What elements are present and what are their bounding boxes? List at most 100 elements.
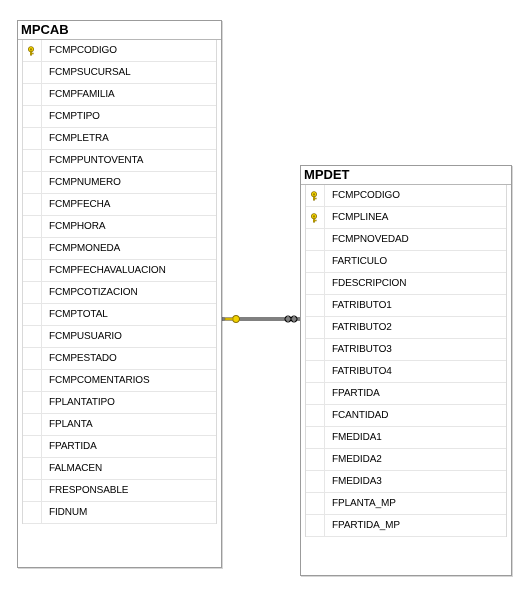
column-row[interactable]: FCMPPUNTOVENTA	[23, 150, 216, 172]
primary-key-icon	[306, 207, 325, 228]
key-column-cell	[306, 493, 325, 514]
column-row[interactable]: FALMACEN	[23, 458, 216, 480]
column-name: FPLANTA	[49, 419, 93, 430]
column-name: FIDNUM	[49, 507, 88, 518]
column-name: FCMPNOVEDAD	[332, 234, 409, 245]
table-mpdet[interactable]: MPDET FCMPCODIGO FCMPLINEA FCMPNOVEDAD FART…	[300, 165, 512, 576]
key-column-cell	[306, 317, 325, 338]
key-column-cell	[306, 295, 325, 316]
column-row[interactable]: FCMPCOMENTARIOS	[23, 370, 216, 392]
column-name: FDESCRIPCION	[332, 278, 407, 289]
column-name: FATRIBUTO4	[332, 366, 392, 377]
key-column-cell	[23, 84, 42, 105]
key-column-cell	[23, 260, 42, 281]
column-row[interactable]: FCMPFAMILIA	[23, 84, 216, 106]
column-name: FCMPFAMILIA	[49, 89, 115, 100]
key-column-cell	[306, 229, 325, 250]
column-name: FMEDIDA3	[332, 476, 382, 487]
column-row[interactable]: FPLANTA	[23, 414, 216, 436]
column-name: FCMPESTADO	[49, 353, 117, 364]
key-column-cell	[23, 194, 42, 215]
column-row[interactable]: FCMPLINEA	[306, 207, 506, 229]
column-name: FPARTIDA	[332, 388, 380, 399]
column-row[interactable]: FCMPSUCURSAL	[23, 62, 216, 84]
column-row[interactable]: FCMPMONEDA	[23, 238, 216, 260]
key-column-cell	[306, 273, 325, 294]
column-row[interactable]: FIDNUM	[23, 502, 216, 524]
key-column-cell	[306, 405, 325, 426]
table-title[interactable]: MPDET	[301, 166, 511, 185]
key-column-cell	[23, 62, 42, 83]
column-name: FCMPLINEA	[332, 212, 389, 223]
column-row[interactable]: FMEDIDA3	[306, 471, 506, 493]
column-row[interactable]: FATRIBUTO2	[306, 317, 506, 339]
column-name: FCMPMONEDA	[49, 243, 121, 254]
column-name: FARTICULO	[332, 256, 388, 267]
column-name: FRESPONSABLE	[49, 485, 129, 496]
key-column-cell	[306, 339, 325, 360]
column-list: FCMPCODIGO FCMPLINEA FCMPNOVEDAD FARTICULO F…	[305, 185, 507, 537]
column-row[interactable]: FMEDIDA2	[306, 449, 506, 471]
key-column-cell	[23, 282, 42, 303]
column-name: FCMPLETRA	[49, 133, 109, 144]
column-name: FCMPCOTIZACION	[49, 287, 138, 298]
key-column-cell	[306, 251, 325, 272]
key-column-cell	[306, 427, 325, 448]
column-name: FCMPFECHAVALUACION	[49, 265, 166, 276]
primary-key-icon	[23, 40, 42, 61]
key-column-cell	[23, 216, 42, 237]
key-column-cell	[306, 515, 325, 536]
column-row[interactable]: FCMPUSUARIO	[23, 326, 216, 348]
column-row[interactable]: FCMPFECHA	[23, 194, 216, 216]
column-name: FATRIBUTO3	[332, 344, 392, 355]
column-row[interactable]: FCMPFECHAVALUACION	[23, 260, 216, 282]
column-name: FCMPCODIGO	[49, 45, 117, 56]
column-name: FCMPTOTAL	[49, 309, 108, 320]
table-title[interactable]: MPCAB	[18, 21, 221, 40]
key-column-cell	[306, 471, 325, 492]
column-row[interactable]: FCMPHORA	[23, 216, 216, 238]
column-row[interactable]: FCANTIDAD	[306, 405, 506, 427]
column-row[interactable]: FCMPNOVEDAD	[306, 229, 506, 251]
column-row[interactable]: FCMPCODIGO	[23, 40, 216, 62]
column-row[interactable]: FCMPCODIGO	[306, 185, 506, 207]
column-row[interactable]: FCMPCOTIZACION	[23, 282, 216, 304]
key-column-cell	[23, 238, 42, 259]
column-name: FCMPHORA	[49, 221, 106, 232]
key-column-cell	[23, 150, 42, 171]
column-row[interactable]: FMEDIDA1	[306, 427, 506, 449]
key-icon	[224, 315, 240, 323]
column-name: FMEDIDA1	[332, 432, 382, 443]
column-name: FATRIBUTO2	[332, 322, 392, 333]
column-name: FCMPCOMENTARIOS	[49, 375, 150, 386]
column-name: FPLANTA_MP	[332, 498, 396, 509]
key-column-cell	[306, 449, 325, 470]
column-row[interactable]: FCMPTOTAL	[23, 304, 216, 326]
column-row[interactable]: FATRIBUTO3	[306, 339, 506, 361]
column-row[interactable]: FDESCRIPCION	[306, 273, 506, 295]
column-list: FCMPCODIGO FCMPSUCURSAL FCMPFAMILIA FCMPTIP…	[22, 40, 217, 524]
column-row[interactable]: FPARTIDA_MP	[306, 515, 506, 537]
key-column-cell	[23, 392, 42, 413]
column-row[interactable]: FCMPNUMERO	[23, 172, 216, 194]
column-row[interactable]: FPARTIDA	[23, 436, 216, 458]
column-name: FATRIBUTO1	[332, 300, 392, 311]
key-column-cell	[23, 348, 42, 369]
column-name: FCMPSUCURSAL	[49, 67, 131, 78]
column-row[interactable]: FRESPONSABLE	[23, 480, 216, 502]
column-row[interactable]: FATRIBUTO4	[306, 361, 506, 383]
column-name: FCMPFECHA	[49, 199, 111, 210]
key-column-cell	[23, 436, 42, 457]
column-row[interactable]: FCMPTIPO	[23, 106, 216, 128]
column-row[interactable]: FATRIBUTO1	[306, 295, 506, 317]
column-row[interactable]: FARTICULO	[306, 251, 506, 273]
column-row[interactable]: FCMPESTADO	[23, 348, 216, 370]
column-row[interactable]: FCMPLETRA	[23, 128, 216, 150]
column-row[interactable]: FPARTIDA	[306, 383, 506, 405]
column-name: FCANTIDAD	[332, 410, 389, 421]
column-row[interactable]: FPLANTA_MP	[306, 493, 506, 515]
column-row[interactable]: FPLANTATIPO	[23, 392, 216, 414]
key-column-cell	[23, 172, 42, 193]
